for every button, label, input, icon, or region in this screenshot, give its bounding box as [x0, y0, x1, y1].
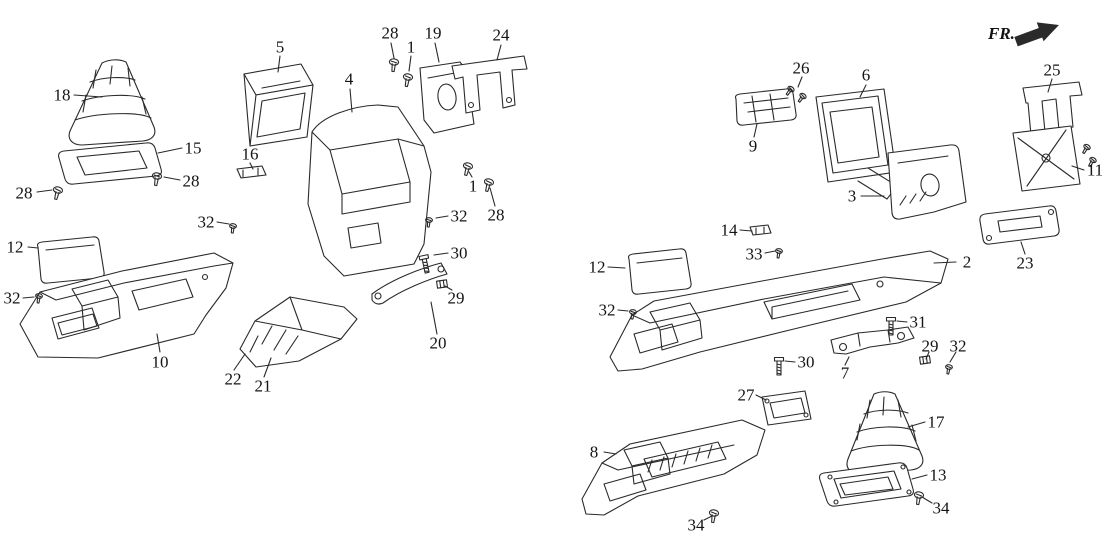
fr-label: FR. [988, 24, 1015, 43]
part-shift-boot [68, 59, 156, 146]
part-bracket-19 [419, 61, 475, 134]
part-clip-14 [749, 224, 772, 236]
part-brace-20 [371, 262, 448, 305]
part-bracket-24 [451, 55, 528, 114]
part-boot-base-plate [58, 142, 162, 185]
part-console-lower-front [19, 252, 234, 359]
part-boot-base-plate-rear [818, 462, 914, 507]
part-armrest-base [239, 296, 358, 368]
part-console-upper-rear [609, 250, 949, 372]
part-clip-16 [236, 165, 267, 179]
part-bracket-3 [887, 144, 967, 220]
part-plate-11 [1012, 125, 1081, 192]
part-box-6 [815, 88, 898, 200]
part-shift-boot-rear [846, 391, 924, 474]
fr-direction-arrow [1014, 22, 1059, 47]
part-bracket-7 [830, 326, 915, 355]
leader-lines [22, 42, 1085, 521]
part-bracket-23 [979, 205, 1060, 245]
part-console-upper-front [307, 104, 432, 277]
part-pocket-lid-right [627, 248, 692, 295]
part-storage-box [243, 63, 314, 147]
part-console-lower-rear [581, 419, 766, 516]
part-plate-27 [761, 390, 812, 426]
part-pocket-lid-left [36, 236, 105, 284]
part-lid-9 [734, 88, 797, 126]
part-bracket-25 [1022, 81, 1083, 136]
